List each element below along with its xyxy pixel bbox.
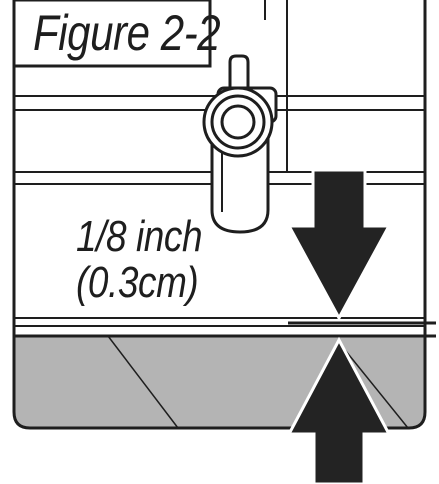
gap-marker [288, 321, 436, 338]
arrow-down-icon [286, 168, 392, 322]
measurement-label-cm: (0.3cm) [76, 258, 199, 307]
arrow-up-icon [286, 336, 392, 484]
figure-title: Figure 2-2 [33, 5, 221, 61]
measurement-label-inch: 1/8 inch [76, 212, 203, 261]
spigot-icon [202, 54, 278, 234]
title-box [12, 0, 212, 68]
